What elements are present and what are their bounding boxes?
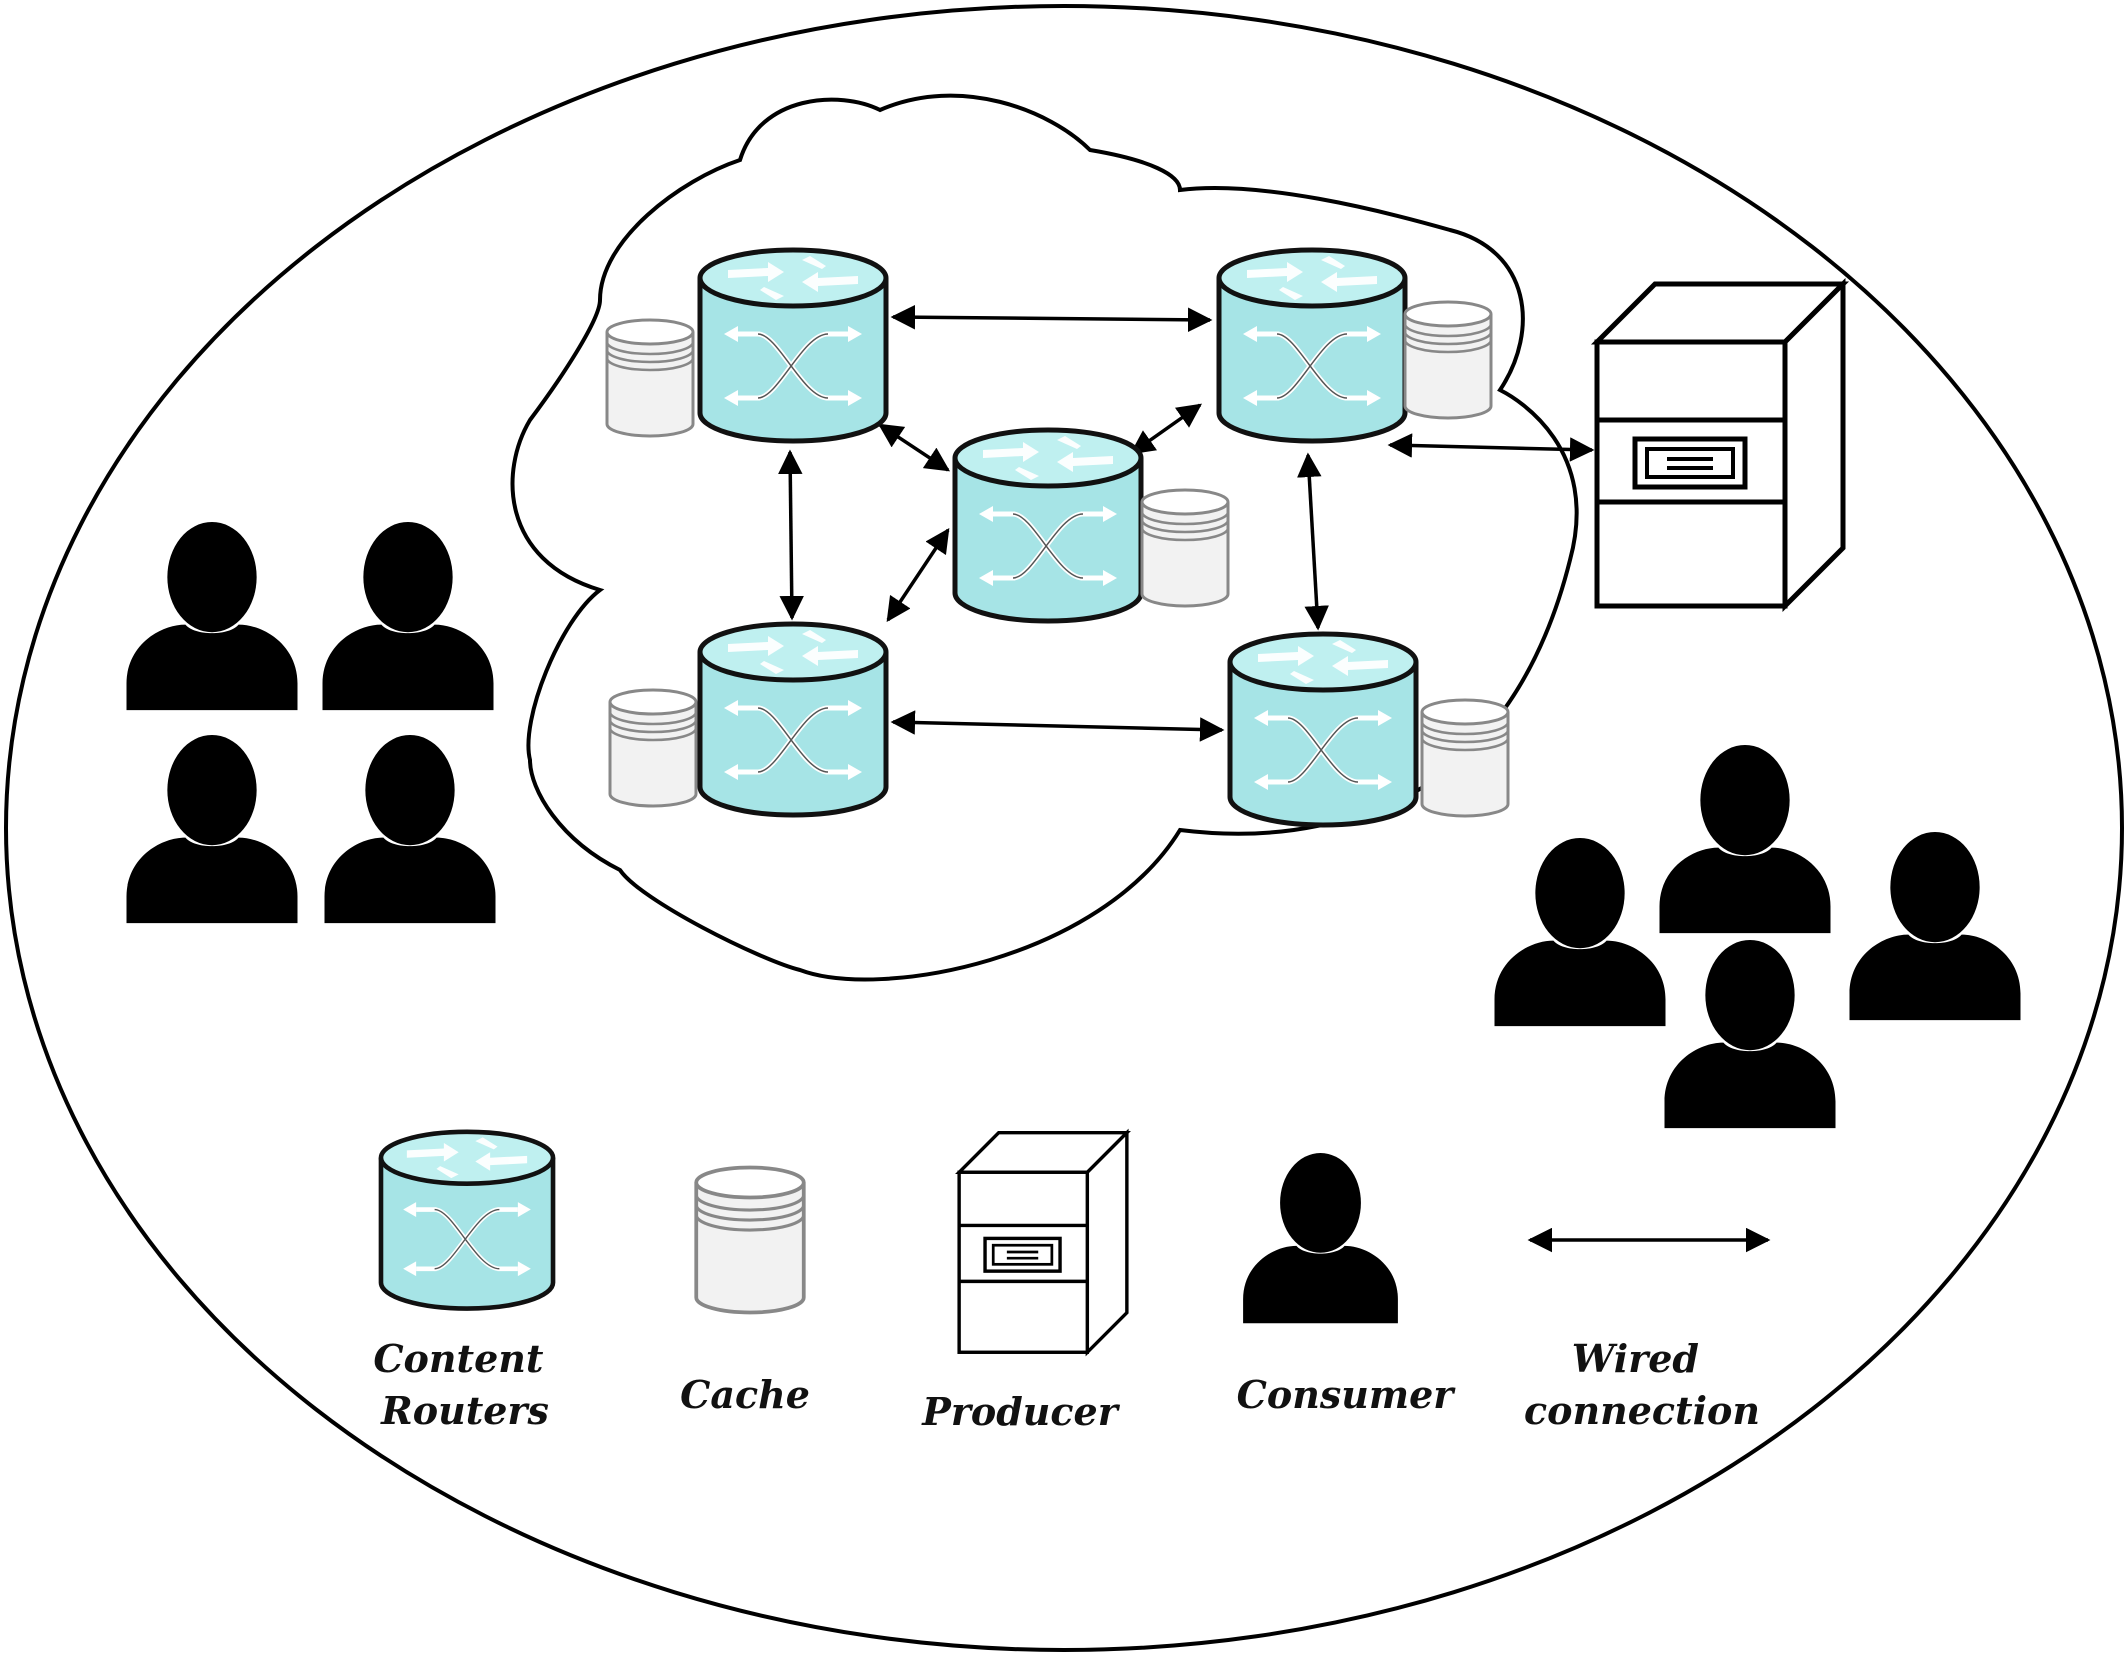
content-router-icon (700, 624, 886, 815)
wire-top-right-bottom-right (1297, 452, 1329, 631)
wire-top-right-center (1129, 403, 1203, 455)
cache-icon (605, 318, 695, 438)
cache-icon (1140, 488, 1230, 608)
legend-producer-icon (957, 1130, 1129, 1355)
legend-producer-label-line-1: Producer (921, 1389, 1120, 1434)
legend-consumer-icon (1243, 1153, 1398, 1324)
wire-bottom-left-bottom-right (890, 710, 1225, 742)
wire-top-left-center (877, 423, 951, 472)
legend-consumer-label-line-1: Consumer (1237, 1372, 1457, 1417)
cache-icon (1403, 300, 1493, 420)
wire-top-left-top-right (890, 304, 1213, 333)
legend-wire-label-line-1: Wired (1572, 1336, 1699, 1381)
consumer-person-icon (1659, 745, 1831, 934)
cloud-connections (778, 304, 1595, 742)
consumer-person-icon (324, 735, 496, 924)
wire-center-bottom-left (886, 527, 950, 623)
legend-producer-label: Producer (921, 1389, 1120, 1434)
legend-router-label-line-2: Routers (380, 1388, 549, 1433)
consumer-person-icon (1494, 838, 1666, 1027)
consumer-person-icon (126, 735, 298, 924)
consumer-person-icon (126, 522, 298, 711)
content-router-icon (1230, 634, 1416, 825)
consumer-person-icon (1849, 832, 2021, 1021)
legend-cache-icon (696, 1168, 804, 1313)
content-router-icon (1219, 250, 1405, 441)
cache-icon (1420, 698, 1510, 818)
legend-router-label: Content Routers (373, 1336, 556, 1433)
consumer-person-icon (1664, 940, 1836, 1129)
legend-wire-label-line-2: connection (1524, 1388, 1760, 1433)
wire-top-left-bottom-left (778, 449, 804, 621)
content-router-icon (955, 430, 1141, 621)
legend-router-label-line-1: Content (373, 1336, 544, 1381)
legend-cache-label: Cache (680, 1372, 810, 1417)
legend-router-icon (381, 1132, 553, 1309)
content-router-icon (700, 250, 886, 441)
legend-cache-label-line-1: Cache (680, 1372, 810, 1417)
legend: Content Routers Cache Producer Consumer … (373, 1130, 1771, 1434)
network-boundary-ellipse (4, 4, 2124, 1652)
producer-server-icon (1597, 284, 1843, 606)
consumer-person-icon (322, 522, 494, 711)
cache-icon (608, 688, 698, 808)
legend-wire-label: Wired connection (1524, 1336, 1760, 1433)
legend-consumer-label: Consumer (1237, 1372, 1457, 1417)
wire-top-right-producer (1387, 433, 1595, 462)
